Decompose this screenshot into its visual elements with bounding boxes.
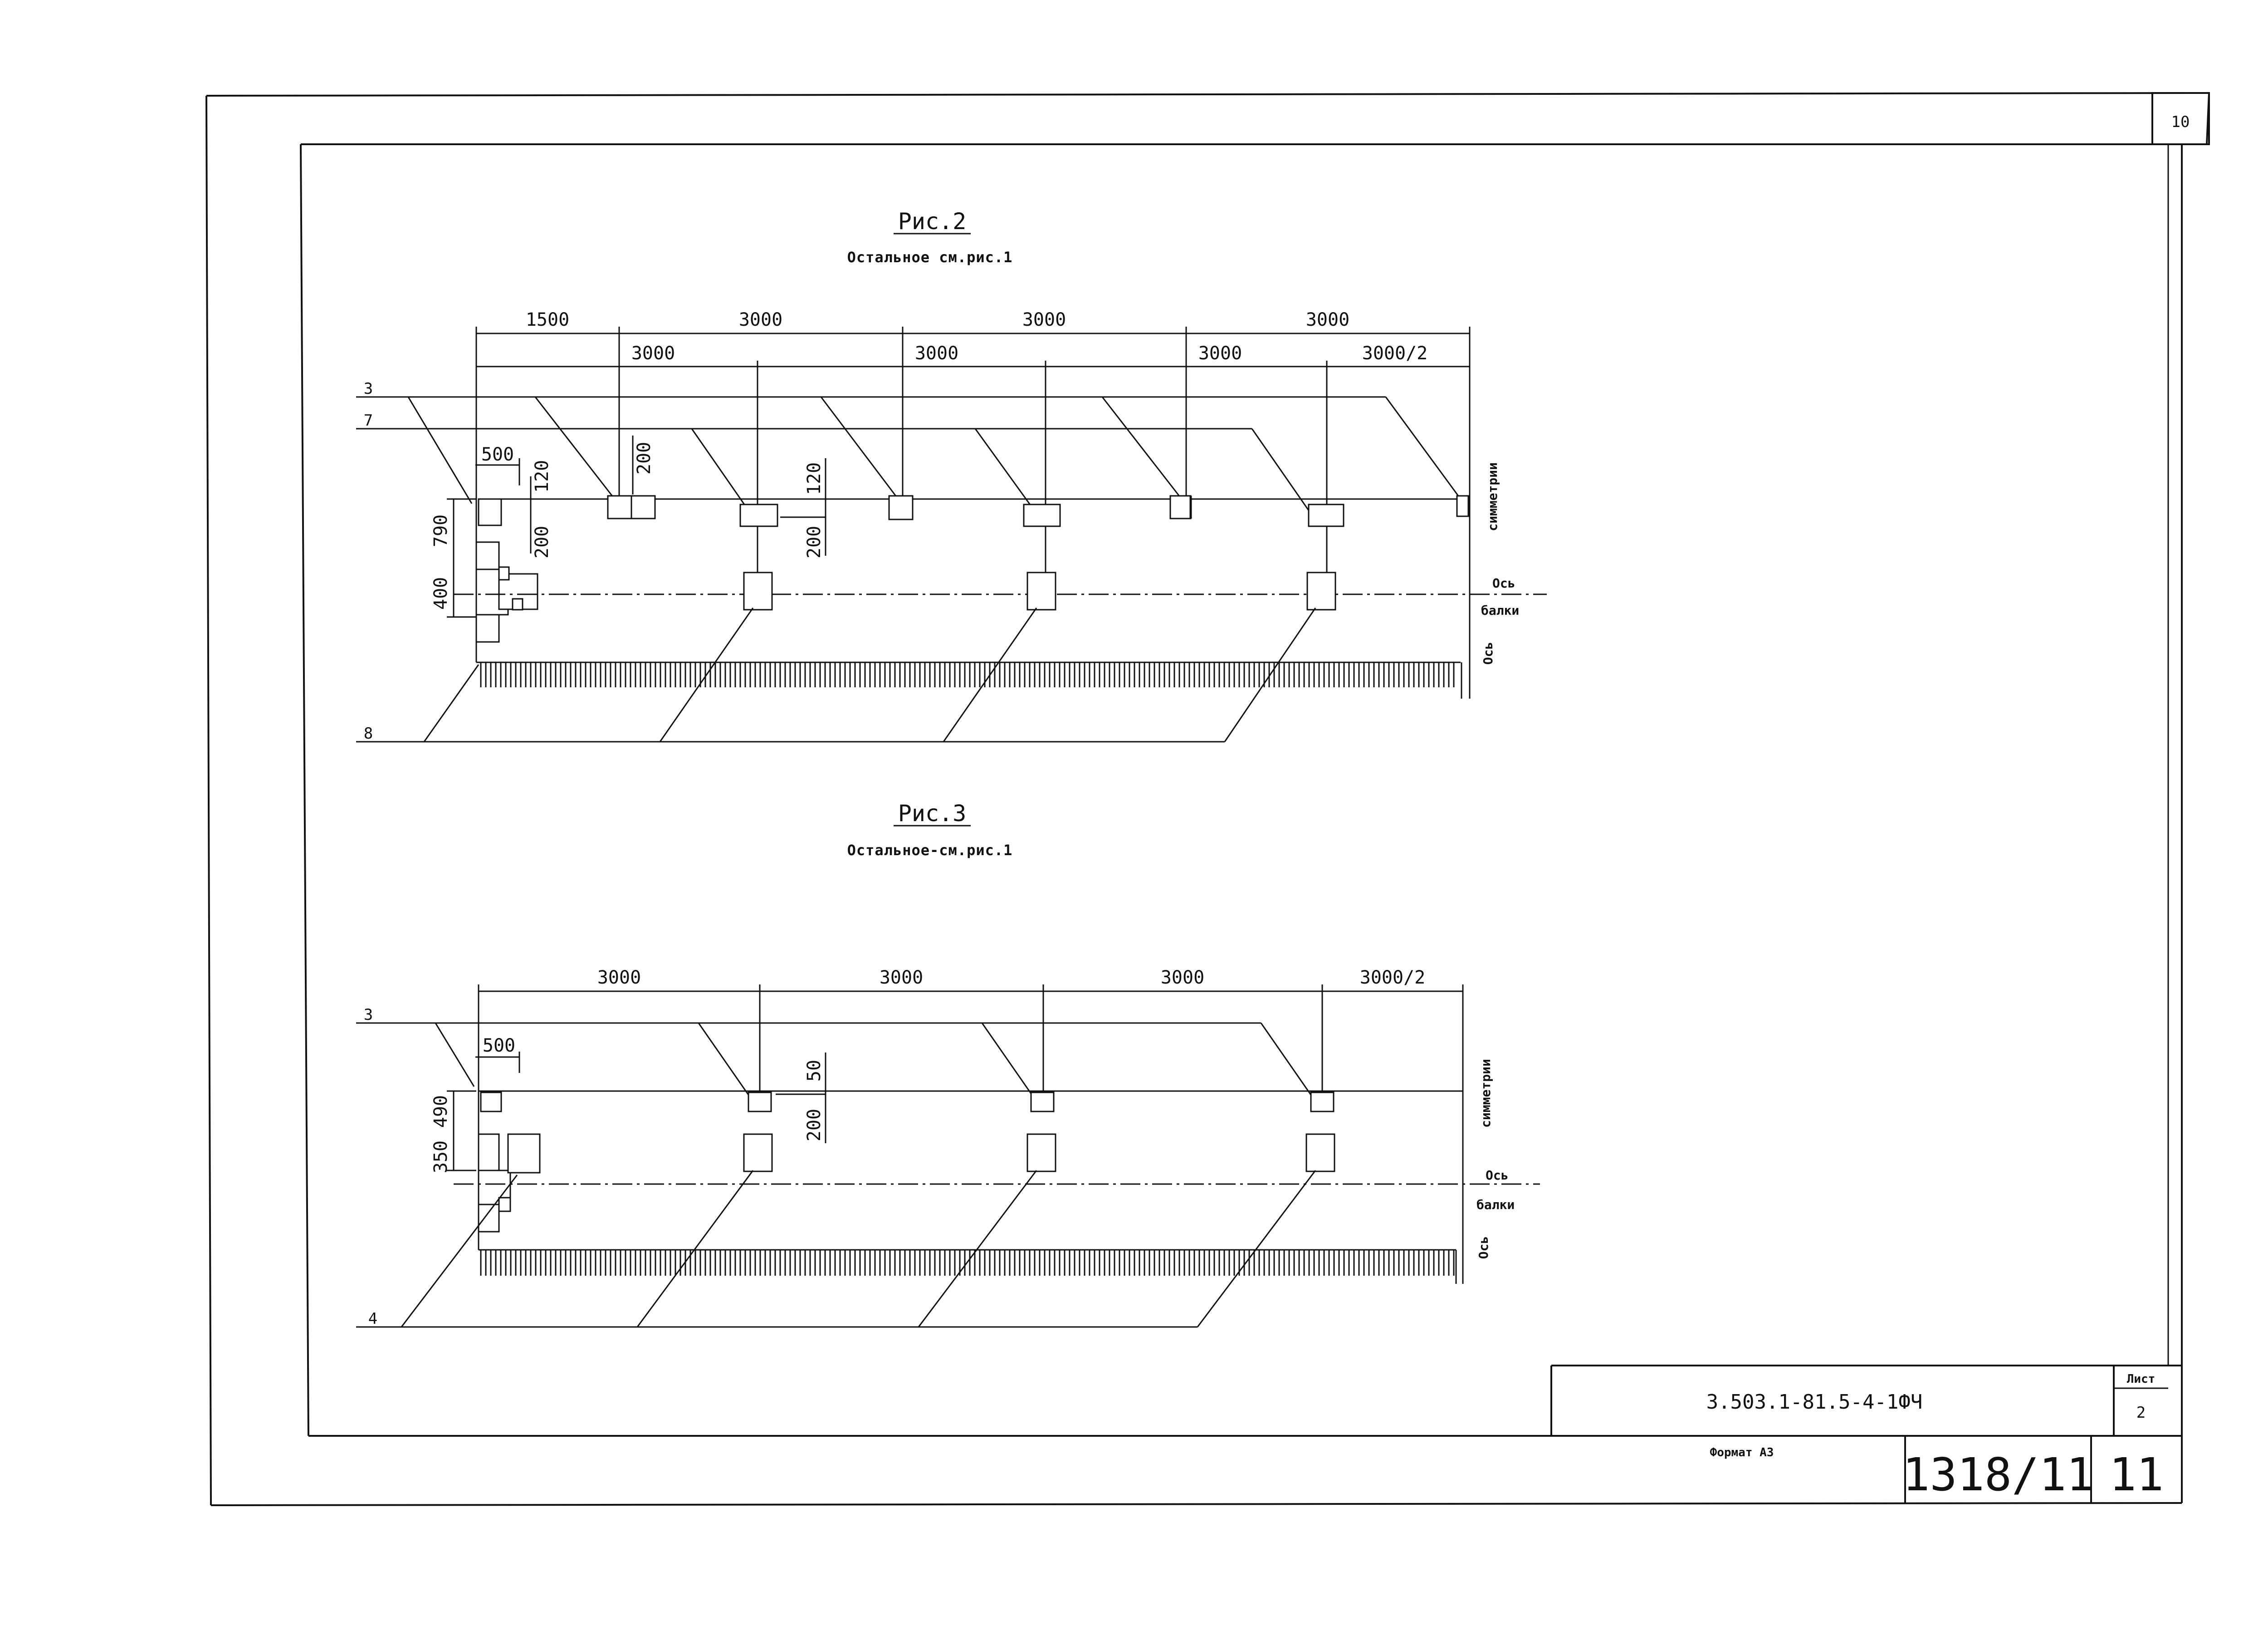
fig3-leader-3: 3 (364, 1006, 373, 1024)
list-label: Лист (2127, 1372, 2156, 1386)
fig3-dim-350: 350 (430, 1141, 451, 1173)
fig3-dim-490: 490 (430, 1095, 451, 1128)
corner-page-number: 10 (2171, 113, 2190, 131)
fig2-axis-symmetry: симметрии (1485, 462, 1500, 531)
figure-2: Рис.2 Остальное см.рис.1 1500 3000 3000 … (356, 208, 1547, 743)
document-code: 3.503.1-81.5-4-1ФЧ (1706, 1390, 1923, 1414)
fig2-dim-second-2: 3000 (915, 343, 958, 364)
fig3-leader-4: 4 (368, 1310, 377, 1328)
format-label: Формат А3 (1710, 1446, 1774, 1459)
sheet-frames (205, 92, 2210, 1506)
fig3-subtitle: Остальное-см.рис.1 (847, 842, 1013, 859)
fig2-dim-200b: 200 (634, 442, 655, 475)
fig2-dim-200c: 200 (804, 526, 825, 558)
fig2-dim-120a: 120 (532, 460, 552, 493)
fig2-axis-os-bottom: Ось (1481, 642, 1496, 665)
fig2-leader-8: 8 (364, 724, 373, 743)
fig3-dim-500: 500 (483, 1035, 515, 1056)
fig2-dim-second-1: 3000 (631, 343, 675, 364)
fig2-axis-os-top: Ось (1492, 576, 1515, 591)
list-number: 2 (2136, 1404, 2146, 1422)
fig2-dim-second-3: 3000 (1198, 343, 1242, 364)
page-number: 11 (2109, 1448, 2164, 1501)
fig2-dim-200a: 200 (532, 526, 552, 558)
fig2-dim-top-2: 3000 (739, 309, 782, 330)
fig3-dim-top-4: 3000/2 (1360, 967, 1426, 988)
fig2-dim-400: 400 (430, 577, 451, 610)
fig3-dim-50: 50 (804, 1060, 825, 1082)
fig2-dim-500: 500 (481, 444, 514, 465)
figure-3: Рис.3 Остальное-см.рис.1 3000 3000 3000 … (356, 800, 1540, 1328)
fig2-leader-3: 3 (364, 380, 373, 398)
fig2-axis-balki: балки (1481, 603, 1519, 618)
fig2-dim-top-4: 3000 (1306, 309, 1349, 330)
fig3-dim-top-1: 3000 (597, 967, 641, 988)
fig3-dim-top-3: 3000 (1161, 967, 1204, 988)
fig3-axis-symmetry: симметрии (1478, 1059, 1493, 1128)
fig3-axis-balki: балки (1476, 1197, 1515, 1212)
fig3-dim-200: 200 (804, 1109, 825, 1141)
fig2-subtitle: Остальное см.рис.1 (847, 249, 1013, 266)
fig3-axis-os-top: Ось (1486, 1168, 1509, 1183)
fig3-dim-top-2: 3000 (880, 967, 923, 988)
title-block (1550, 1365, 2182, 1503)
fig2-dim-top-3: 3000 (1022, 309, 1066, 330)
fig2-title: Рис.2 (898, 208, 967, 235)
fig2-dim-120b: 120 (804, 462, 825, 495)
fig2-dim-790: 790 (430, 514, 451, 547)
fig2-dim-top-1: 1500 (526, 309, 569, 330)
fig2-leader-7: 7 (364, 411, 373, 430)
fig2-dim-second-4: 3000/2 (1362, 343, 1428, 364)
fig3-title: Рис.3 (898, 800, 967, 827)
fig3-axis-os-bottom: Ось (1476, 1236, 1491, 1259)
inventory-number: 1318/11 (1902, 1448, 2093, 1501)
